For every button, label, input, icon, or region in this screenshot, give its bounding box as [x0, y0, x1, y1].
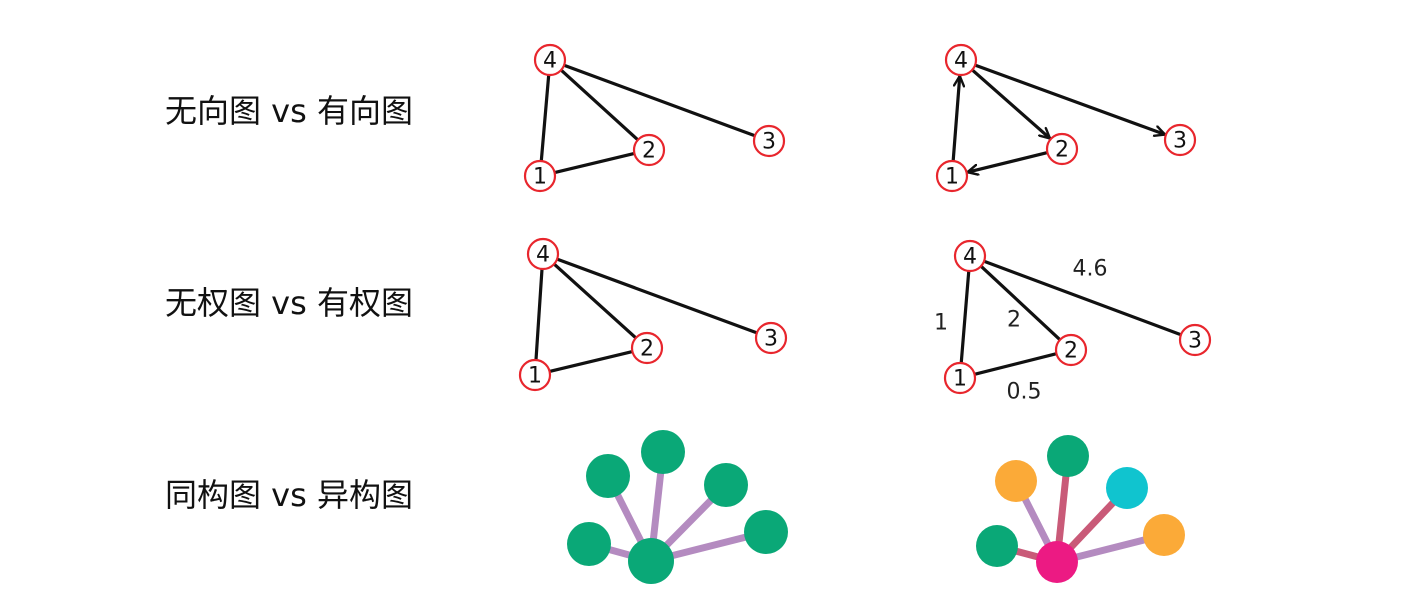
star-node — [1106, 467, 1148, 509]
node-circle — [1045, 132, 1079, 166]
node-circle — [523, 159, 557, 193]
edge-1-2 — [972, 352, 1059, 376]
undirected-graph: 1 2 3 4 — [523, 43, 786, 193]
node-label: 1 — [533, 165, 547, 190]
edge-4-2 — [970, 68, 1052, 141]
node-circle — [533, 43, 567, 77]
node-circle — [632, 133, 666, 167]
star-node — [1036, 541, 1078, 583]
node-circle — [943, 361, 977, 395]
node-circle — [1178, 323, 1212, 357]
homogeneous-graph — [567, 430, 788, 584]
node-label: 4 — [536, 243, 550, 268]
row-label-heterogeneous: 同构图 vs 异构图 — [165, 476, 413, 514]
edge-4-3 — [562, 63, 757, 138]
node-label: 4 — [954, 49, 968, 74]
edge-4-3 — [982, 259, 1183, 337]
unweighted-graph: 1 2 3 4 — [518, 237, 788, 392]
star-node — [641, 430, 685, 474]
star-node — [1143, 514, 1185, 556]
edge-4-1 — [959, 269, 971, 365]
weighted-graph: 1 2 4.6 0.5 1 2 3 4 — [934, 239, 1212, 405]
node-label: 3 — [762, 130, 776, 155]
edge-weight-label: 1 — [934, 311, 948, 336]
node-label: 4 — [963, 245, 977, 270]
star-node — [995, 460, 1037, 502]
star-node — [628, 538, 674, 584]
node-circle — [752, 124, 786, 158]
edge-4-1 — [539, 73, 551, 163]
edge-1-2 — [552, 151, 637, 175]
node-circle — [944, 43, 978, 77]
node-circle — [630, 331, 664, 365]
row-label-weighted: 无权图 vs 有权图 — [165, 284, 413, 322]
edge-4-2 — [552, 262, 638, 340]
node-label: 1 — [945, 165, 959, 190]
node-circle — [1054, 333, 1088, 367]
node-circle — [518, 358, 552, 392]
row-label-directed: 无向图 vs 有向图 — [165, 92, 413, 130]
node-label: 1 — [953, 367, 967, 392]
node-circle — [526, 237, 560, 271]
node-label: 3 — [764, 327, 778, 352]
node-label: 2 — [642, 139, 656, 164]
node-circle — [1163, 123, 1197, 157]
edge-weight-label: 0.5 — [1007, 380, 1042, 405]
node-label: 3 — [1188, 329, 1202, 354]
edge-2-1 — [965, 150, 1050, 173]
node-label: 2 — [640, 337, 654, 362]
edge-4-1 — [534, 267, 544, 362]
directed-graph: 1 2 3 4 — [935, 43, 1197, 193]
edge-weight-label: 2 — [1007, 308, 1021, 333]
node-label: 2 — [1064, 339, 1078, 364]
node-circle — [953, 239, 987, 273]
node-label: 4 — [543, 49, 557, 74]
star-node — [976, 525, 1018, 567]
node-label: 1 — [528, 364, 542, 389]
star-node — [744, 510, 788, 554]
star-node — [704, 463, 748, 507]
edge-4-3 — [973, 63, 1167, 134]
star-node — [586, 454, 630, 498]
star-node — [1047, 435, 1089, 477]
edge-4-3 — [555, 257, 759, 335]
node-circle — [935, 159, 969, 193]
heterogeneous-graph — [976, 435, 1185, 583]
edge-1-4 — [951, 74, 960, 163]
edge-4-2 — [979, 264, 1062, 342]
node-label: 2 — [1055, 138, 1069, 163]
node-circle — [754, 321, 788, 355]
star-node — [567, 522, 611, 566]
node-label: 3 — [1173, 129, 1187, 154]
edge-4-2 — [559, 68, 640, 142]
edge-1-2 — [547, 349, 635, 374]
edge-weight-label: 4.6 — [1073, 257, 1108, 282]
